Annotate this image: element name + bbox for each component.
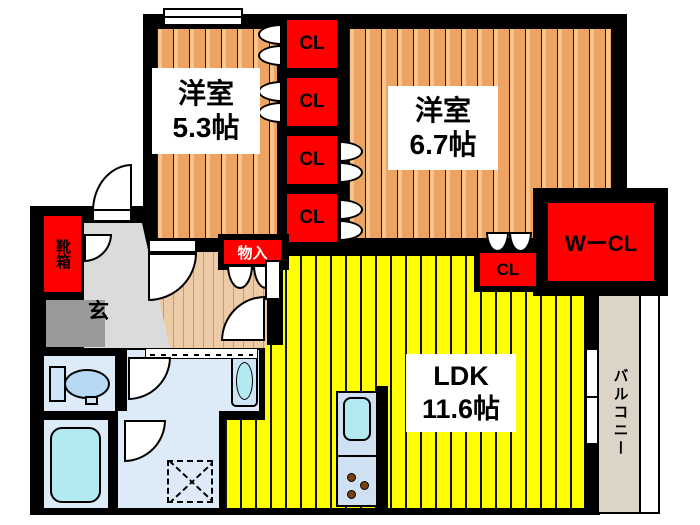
bedroom-small-size: 5.3帖 [172, 112, 240, 143]
closet-2-folding-door-icon [258, 81, 282, 123]
closet-1: CL [287, 20, 337, 68]
front-door-arc-icon [92, 164, 132, 211]
ldk-name: LDK [433, 361, 489, 392]
closet-3: CL [287, 136, 337, 184]
entrance-step [46, 300, 105, 347]
kitchen-side-wall [376, 386, 388, 508]
closet-4-label: CL [299, 207, 325, 228]
balcony-label: バルコニー [611, 367, 629, 458]
kitchen-sink-icon [343, 397, 371, 441]
hall-closet-label: CL [496, 259, 520, 279]
hall-closet-folding-door-icon [486, 232, 532, 252]
bedroom-small-door-leaf-icon [148, 239, 197, 253]
shoe-box-label: 靴箱 [54, 239, 71, 269]
bedroom-large-size: 6.7帖 [409, 129, 477, 160]
bedroom-small-window-icon [163, 8, 243, 26]
washbasin-bowl-icon [236, 362, 253, 400]
bedroom-large-label: 洋室 6.7帖 [388, 86, 498, 170]
toilet-button-icon [85, 396, 98, 405]
closet-3-label: CL [299, 149, 325, 170]
shoe-box: 靴箱 [44, 216, 81, 292]
kitchen-counter-divider [338, 455, 376, 457]
ldk-floor [225, 256, 584, 508]
stove-burner-icon [347, 490, 356, 499]
closet-1-label: CL [299, 33, 325, 54]
closet-1-folding-door-icon [258, 24, 282, 66]
toilet-bowl-icon [64, 369, 110, 399]
entrance-label: 玄 [88, 300, 109, 323]
balcony-deck [597, 294, 641, 514]
bedroom-small-label: 洋室 5.3帖 [152, 68, 260, 154]
hall-closet: CL [480, 253, 536, 286]
closet-2: CL [287, 78, 337, 126]
storage-label: 物入 [237, 244, 268, 262]
walk-in-closet-label: WーCL [564, 231, 638, 256]
closet-3-folding-door-icon [339, 141, 363, 183]
ldk-label: LDK 11.6帖 [406, 354, 516, 432]
closet-4: CL [287, 194, 337, 242]
closet-4-folding-door-icon [339, 199, 363, 241]
bedroom-small-name: 洋室 [177, 77, 234, 109]
bathtub-icon [50, 427, 101, 503]
wall-top [143, 14, 627, 29]
washroom-sliding-door-icon [145, 348, 258, 359]
walk-in-closet: WーCL [548, 203, 654, 281]
bedroom-large-name: 洋室 [414, 94, 471, 126]
closet-2-label: CL [299, 91, 325, 112]
ldk-door-leaf-icon [265, 260, 281, 300]
stove-burner-icon [347, 473, 356, 482]
washing-machine-area-icon [167, 460, 213, 503]
front-door-leaf-icon [92, 209, 132, 222]
ldk-size: 11.6帖 [421, 394, 501, 424]
stove-burner-icon [360, 481, 369, 490]
wall-right-bedroom [611, 14, 627, 203]
